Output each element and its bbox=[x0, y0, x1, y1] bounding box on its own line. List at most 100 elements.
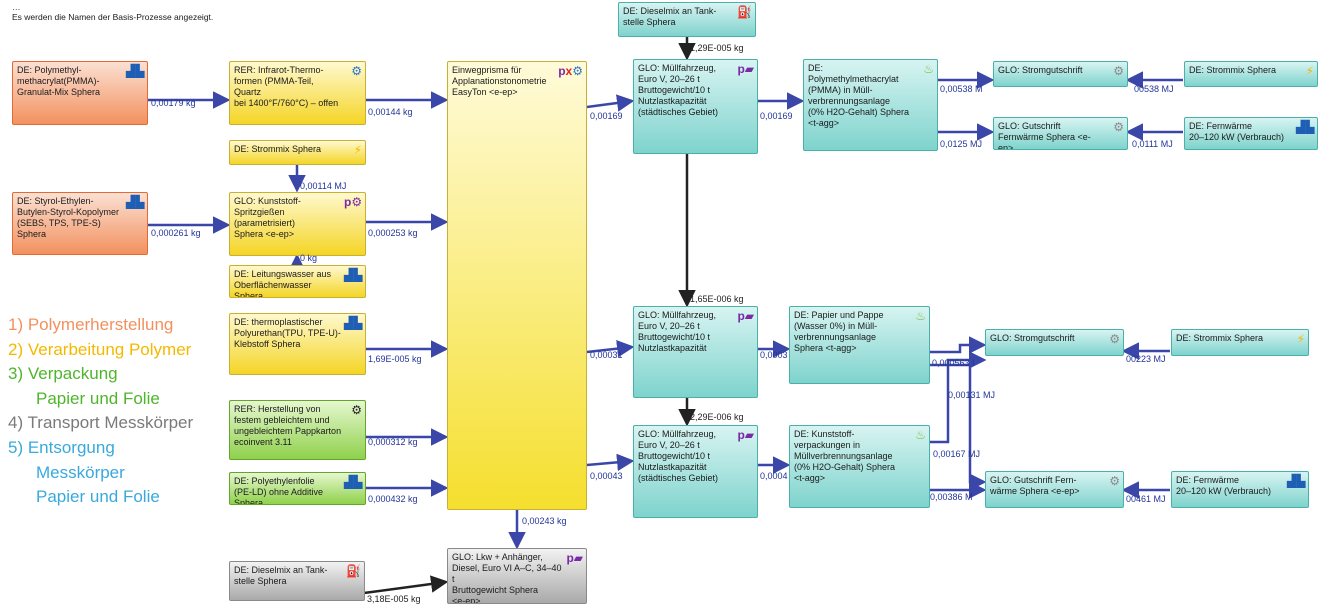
flow-label-kunst-fw: 0,00386 M bbox=[930, 492, 973, 502]
flow-label-pmma: 0,00179 kg bbox=[151, 98, 196, 108]
flow-label-mva-fw1: 0,0125 MJ bbox=[940, 139, 983, 149]
legend: 1) Polymerherstellung 2) Verarbeitung Po… bbox=[8, 313, 193, 510]
legend-item: Papier und Folie bbox=[36, 487, 160, 507]
flow-papier-strom bbox=[930, 336, 987, 354]
flow-label-infrarot: 0,00144 kg bbox=[368, 107, 413, 117]
process-pappkarton[interactable]: RER: Herstellung von festem gebleichtem … bbox=[229, 400, 366, 460]
process-tpu[interactable]: DE: thermoplastischer Polyurethan(TPU, T… bbox=[229, 313, 366, 375]
flow-label-spritz: 0,000253 kg bbox=[368, 228, 418, 238]
flow-label-muell1-mva: 0,00169 bbox=[760, 111, 793, 121]
bolt-icon: ⚡ bbox=[1305, 64, 1314, 78]
flow-label-strom-r2: 00223 MJ bbox=[1126, 354, 1166, 364]
flow-label-strom-r1: 00538 MJ bbox=[1134, 84, 1174, 94]
flow-prisma-muell1 bbox=[586, 94, 635, 112]
factory-icon: ▟▙ bbox=[126, 64, 145, 78]
flow-label-wasser: 0 kg bbox=[300, 253, 318, 263]
flow-label-papier-fw: 0,00131 MJ bbox=[948, 390, 996, 400]
flow-label-diesel-lkw: 3,18E-005 kg bbox=[367, 594, 421, 604]
flow-label-muell3-mva: 0,0004 bbox=[760, 471, 788, 481]
process-sebs[interactable]: DE: Styrol-Ethylen- Butylen-Styrol-Kopol… bbox=[12, 192, 148, 255]
flow-label-prisma-muell3: 0,00043 bbox=[590, 471, 623, 481]
process-fernwaerme-gs2[interactable]: GLO: Gutschrift Fern- wärme Sphera <e-ep… bbox=[985, 471, 1124, 508]
process-fernwaerme-r1[interactable]: DE: Fernwärme 20–120 kW (Verbrauch) ▟▙ bbox=[1184, 117, 1318, 150]
truck-icon: p▰ bbox=[737, 62, 754, 76]
gear-icon: ⚙ bbox=[351, 64, 362, 78]
gear-icon: ⚙ bbox=[1113, 120, 1124, 134]
process-leitungswasser[interactable]: DE: Leitungswasser aus Oberflächenwasser… bbox=[229, 265, 366, 298]
factory-icon: ▟▙ bbox=[344, 268, 363, 282]
process-diesel-top[interactable]: DE: Dieselmix an Tank- stelle Sphera ⛽ bbox=[618, 2, 756, 37]
gear-icon: ⚙ bbox=[1109, 332, 1120, 346]
truck-icon: p▰ bbox=[737, 428, 754, 442]
factory-icon: ▟▙ bbox=[344, 475, 363, 489]
flow-label-prisma-down: 0,00243 kg bbox=[522, 516, 567, 526]
flow-kunst-strom bbox=[930, 351, 987, 444]
px-icon: p⚙ bbox=[344, 195, 363, 209]
flow-label-sebs: 0,000261 kg bbox=[151, 228, 201, 238]
fuel-icon: ⛽ bbox=[346, 564, 361, 578]
flow-label-mva-strom1: 0,00538 M bbox=[940, 84, 983, 94]
gear-icon: ⚙ bbox=[351, 403, 362, 417]
process-spritzgiessen[interactable]: GLO: Kunststoff- Spritzgießen (parametri… bbox=[229, 192, 366, 256]
process-muell2[interactable]: GLO: Müllfahrzeug, Euro V, 20–26 t Brutt… bbox=[633, 306, 758, 398]
process-strommix-r1[interactable]: DE: Strommix Sphera ⚡ bbox=[1184, 61, 1318, 87]
px-icon: px⚙ bbox=[558, 64, 583, 78]
flow-label-kunst-strom: 0,00167 MJ bbox=[933, 449, 981, 459]
process-infrarot[interactable]: RER: Infrarot-Thermo- formen (PMMA-Teil,… bbox=[229, 61, 366, 125]
flow-prisma-muell2 bbox=[586, 339, 635, 358]
flow-label-muell2-down: 2,29E-006 kg bbox=[690, 412, 744, 422]
process-fernwaerme-gs1[interactable]: GLO: Gutschrift Fernwärme Sphera <e-ep> … bbox=[993, 117, 1128, 150]
flow-label-tpu: 1,69E-005 kg bbox=[368, 354, 422, 364]
process-mva-pmma[interactable]: DE: Polymethylmethacrylat (PMMA) in Müll… bbox=[803, 59, 938, 151]
process-pe-folie[interactable]: DE: Polyethylenfolie (PE-LD) ohne Additi… bbox=[229, 472, 366, 505]
flow-label-strom: 0,00114 MJ bbox=[300, 181, 347, 191]
flow-prisma-muell3 bbox=[586, 453, 635, 472]
factory-icon: ▟▙ bbox=[126, 195, 145, 209]
fuel-icon: ⛽ bbox=[737, 5, 752, 19]
flow-label-papp: 0,000312 kg bbox=[368, 437, 418, 447]
flow-label-fw-r2: 00461 MJ bbox=[1126, 494, 1166, 504]
truck-icon: p▰ bbox=[566, 551, 583, 565]
process-muell1[interactable]: GLO: Müllfahrzeug, Euro V, 20–26 t Brutt… bbox=[633, 59, 758, 154]
legend-item: 5) Entsorgung bbox=[8, 437, 115, 457]
flow-papier-fw bbox=[930, 363, 987, 491]
flow-label-muell2-mva: 0,0003 bbox=[760, 350, 788, 360]
flow-label-fw-r1: 0,0111 MJ bbox=[1132, 139, 1173, 149]
bolt-icon: ⚡ bbox=[353, 143, 362, 157]
legend-item: Papier und Folie bbox=[36, 388, 160, 408]
factory-icon: ▟▙ bbox=[1296, 120, 1315, 134]
flow-label-prisma-muell2: 0,00031 bbox=[590, 350, 623, 360]
flow-label-diesel-muell: 1,29E-005 kg bbox=[690, 43, 744, 53]
flame-icon: ♨ bbox=[923, 62, 934, 76]
process-fernwaerme-r2[interactable]: DE: Fernwärme 20–120 kW (Verbrauch) ▟▙ bbox=[1171, 471, 1309, 508]
process-muell3[interactable]: GLO: Müllfahrzeug, Euro V, 20–26 t Brutt… bbox=[633, 425, 758, 518]
gear-icon: ⚙ bbox=[1113, 64, 1124, 78]
header-note: … Es werden die Namen der Basis-Prozesse… bbox=[12, 2, 214, 22]
process-mva-kunststoff[interactable]: DE: Kunststoff- verpackungen in Müllverb… bbox=[789, 425, 930, 508]
legend-item: 2) Verarbeitung Polymer bbox=[8, 339, 192, 359]
flow-label-muell1-down: 1,65E-006 kg bbox=[690, 294, 744, 304]
legend-item: 3) Verpackung bbox=[8, 364, 118, 384]
truck-icon: p▰ bbox=[737, 309, 754, 323]
legend-item: 4) Transport Messkörper bbox=[8, 413, 194, 433]
gear-icon: ⚙ bbox=[1109, 474, 1120, 488]
flow-diesel-lkw bbox=[363, 575, 449, 595]
process-stromgutschrift1[interactable]: GLO: Stromgutschrift ⚙ bbox=[993, 61, 1128, 87]
process-pmma-granulat[interactable]: DE: Polymethyl- methacrylat(PMMA)- Granu… bbox=[12, 61, 148, 125]
process-mva-papier[interactable]: DE: Papier und Pappe (Wasser 0%) in Müll… bbox=[789, 306, 930, 384]
flow-label-papier-strom: 0,000563 I bbox=[932, 358, 975, 368]
process-diesel-bottom[interactable]: DE: Dieselmix an Tank- stelle Sphera ⛽ bbox=[229, 561, 365, 601]
factory-icon: ▟▙ bbox=[344, 316, 363, 330]
process-stromgutschrift2[interactable]: GLO: Stromgutschrift ⚙ bbox=[985, 329, 1124, 356]
process-strommix-r2[interactable]: DE: Strommix Sphera ⚡ bbox=[1171, 329, 1309, 356]
legend-item: 1) Polymerherstellung bbox=[8, 315, 174, 334]
process-strommix-left[interactable]: DE: Strommix Sphera ⚡ bbox=[229, 140, 366, 165]
bolt-icon: ⚡ bbox=[1296, 332, 1305, 346]
legend-item: Messkörper bbox=[36, 462, 125, 482]
flow-label-prisma-muell1: 0,00169 bbox=[590, 111, 623, 121]
factory-icon: ▟▙ bbox=[1287, 474, 1306, 488]
flame-icon: ♨ bbox=[915, 428, 926, 442]
process-einwegprisma[interactable]: Einwegprisma für Applanationstonometrie … bbox=[447, 61, 587, 510]
process-lkw[interactable]: GLO: Lkw + Anhänger, Diesel, Euro VI A–C… bbox=[447, 548, 587, 604]
